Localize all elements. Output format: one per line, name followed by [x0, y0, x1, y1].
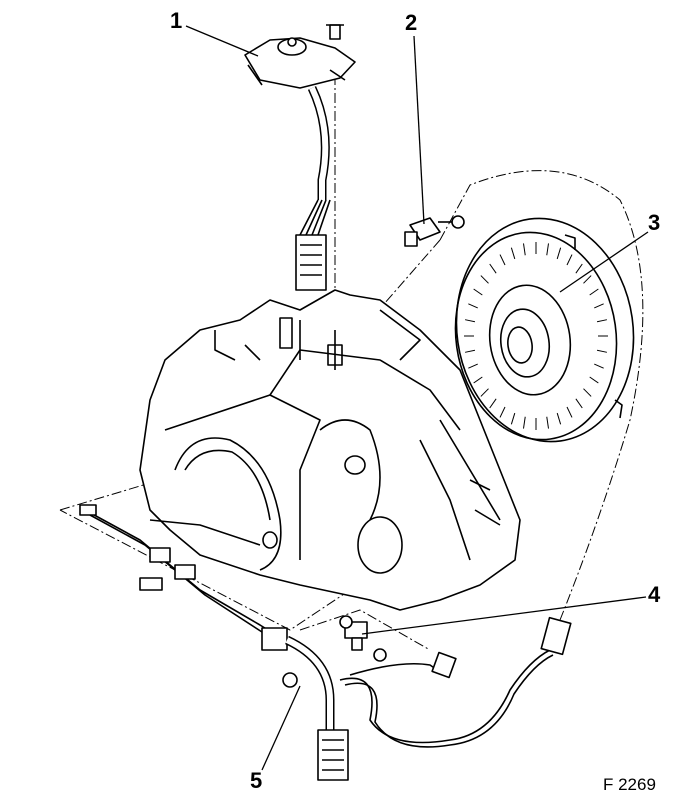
selector-switch	[244, 24, 356, 291]
converter-vane-mark	[510, 412, 516, 425]
converter-vane-mark	[523, 416, 526, 429]
leader-lines	[185, 25, 649, 771]
callout-5: 5	[250, 768, 263, 793]
converter-vane-mark	[589, 288, 599, 296]
converter-vane-mark	[523, 243, 526, 256]
converter-vane-mark	[583, 388, 592, 397]
converter-vane-mark	[489, 263, 497, 274]
converter-vane-mark	[556, 412, 562, 425]
transmission-housing	[139, 289, 521, 611]
converter-vane-mark	[546, 243, 549, 256]
converter-vane-mark	[594, 363, 604, 369]
converter-vane-mark	[594, 303, 604, 309]
converter-vane-mark	[464, 349, 476, 353]
figure-id: F 2269	[603, 775, 656, 794]
converter-vane-mark	[499, 406, 506, 418]
converter-vane-mark	[583, 275, 592, 284]
callout-2: 2	[405, 10, 418, 35]
converter-vane-mark	[546, 416, 549, 429]
converter-vane-mark	[556, 247, 562, 260]
converter-vane-mark	[589, 376, 599, 384]
converter-vane-mark	[596, 349, 608, 353]
converter-vane-mark	[480, 388, 489, 397]
converter-vane-mark	[575, 398, 583, 409]
converter-vane-mark	[510, 247, 516, 260]
converter-vane-mark	[480, 275, 489, 284]
sensor-2	[404, 215, 465, 247]
converter-vane-mark	[489, 398, 497, 409]
converter-vane-mark	[473, 288, 483, 296]
converter-vane-mark	[468, 303, 478, 309]
sensor-4	[339, 615, 387, 662]
callout-4: 4	[648, 582, 661, 607]
converter-vane-mark	[464, 319, 476, 323]
wiring-harness	[79, 504, 572, 781]
converter-vane-mark	[468, 363, 478, 369]
converter-vane-mark	[566, 406, 573, 418]
converter-vane-mark	[596, 319, 608, 323]
torque-converter	[454, 217, 635, 443]
converter-vane-mark	[566, 254, 573, 266]
converter-vane-mark	[575, 263, 583, 274]
converter-vane-mark	[473, 376, 483, 384]
callout-3: 3	[648, 210, 661, 235]
callout-1: 1	[170, 8, 183, 33]
converter-vane-mark	[499, 254, 506, 266]
